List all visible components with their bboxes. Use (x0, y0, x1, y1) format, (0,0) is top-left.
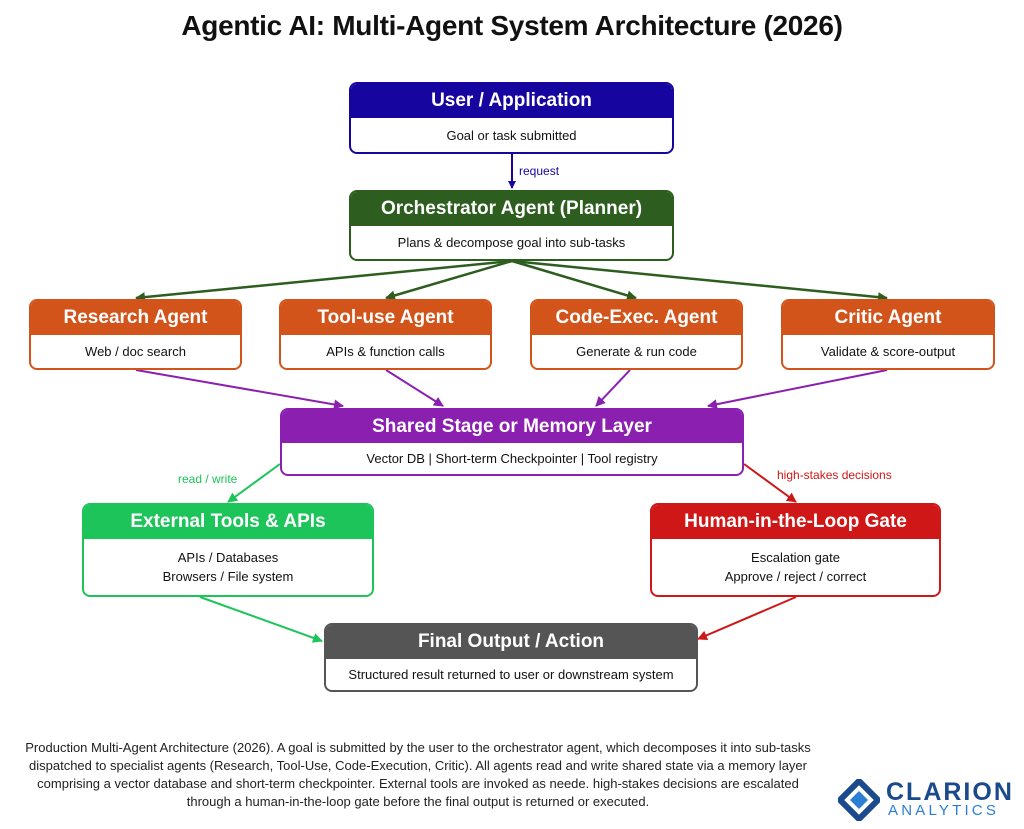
brand-logo: CLARION ANALYTICS (838, 775, 1018, 823)
edge-orchestrator-research (135, 259, 513, 303)
research-agent-desc: Web / doc search (85, 344, 186, 359)
memory-layer-title: Shared Stage or Memory Layer (282, 410, 742, 443)
critic-agent-desc: Validate & score-output (820, 344, 956, 359)
memory-layer-node: Shared Stage or Memory Layer Vector DB |… (280, 408, 744, 476)
code-exec-agent-body: Generate & run code (532, 335, 741, 368)
tool-use-agent-desc: APIs & function calls (326, 344, 445, 359)
page-title: Agentic AI: Multi-Agent System Architect… (181, 10, 843, 41)
final-output-title: Final Output / Action (326, 625, 696, 659)
external-tools-title: External Tools & APIs (84, 505, 372, 539)
research-agent-node: Research Agent Web / doc search (29, 299, 242, 370)
brand-name: CLARION (886, 778, 1014, 806)
user-application-desc: Goal or task submitted (446, 127, 577, 143)
memory-layer-body: Vector DB | Short-term Checkpointer | To… (282, 443, 742, 474)
edge-orchestrator-codeexec (511, 259, 637, 301)
edge-codeexec-memory (595, 369, 631, 407)
external-tools-body: APIs / Databases Browsers / File system (84, 539, 372, 595)
tool-use-agent-title: Tool-use Agent (281, 301, 490, 335)
research-agent-title: Research Agent (31, 301, 240, 335)
critic-agent-body: Validate & score-output (783, 335, 993, 368)
orchestrator-node: Orchestrator Agent (Planner) Plans & dec… (349, 190, 674, 261)
code-exec-agent-node: Code-Exec. Agent Generate & run code (530, 299, 743, 370)
edge-orchestrator-tooluse (385, 259, 513, 301)
edge-label-request: request (519, 164, 560, 178)
human-gate-line-2: Approve / reject / correct (724, 569, 867, 584)
brand-subtitle: ANALYTICS (888, 802, 1000, 819)
edge-tools-final (199, 596, 323, 643)
user-application-title: User / Application (351, 84, 672, 118)
edge-memory-human (743, 463, 797, 503)
external-tools-line-2: Browsers / File system (162, 569, 294, 584)
tool-use-agent-node: Tool-use Agent APIs & function calls (279, 299, 492, 370)
edge-label-high-stakes: high-stakes decisions (777, 468, 892, 482)
human-gate-title: Human-in-the-Loop Gate (652, 505, 939, 539)
edge-orchestrator-critic (511, 259, 888, 303)
orchestrator-body: Plans & decompose goal into sub-tasks (351, 226, 672, 259)
memory-layer-desc: Vector DB | Short-term Checkpointer | To… (366, 451, 658, 466)
edge-human-final (697, 596, 797, 641)
final-output-desc: Structured result returned to user or do… (348, 667, 674, 682)
critic-agent-node: Critic Agent Validate & score-output (781, 299, 995, 370)
human-gate-body: Escalation gate Approve / reject / corre… (652, 539, 939, 595)
edge-memory-tools (227, 463, 281, 503)
brand-diamond-icon (838, 779, 880, 821)
human-gate-line-1: Escalation gate (751, 550, 840, 565)
human-gate-node: Human-in-the-Loop Gate Escalation gate A… (650, 503, 941, 597)
research-agent-body: Web / doc search (31, 335, 240, 368)
edge-critic-memory (707, 369, 888, 410)
edge-label-read-write: read / write (178, 472, 238, 486)
user-application-node: User / Application Goal or task submitte… (349, 82, 674, 154)
user-application-body: Goal or task submitted (351, 118, 672, 152)
tool-use-agent-body: APIs & function calls (281, 335, 490, 368)
edge-research-memory (135, 369, 344, 410)
final-output-node: Final Output / Action Structured result … (324, 623, 698, 692)
orchestrator-title: Orchestrator Agent (Planner) (351, 192, 672, 226)
edge-tooluse-memory (385, 369, 444, 407)
code-exec-agent-title: Code-Exec. Agent (532, 301, 741, 335)
figure-caption: Production Multi-Agent Architecture (202… (25, 740, 811, 809)
final-output-body: Structured result returned to user or do… (326, 659, 696, 690)
code-exec-agent-desc: Generate & run code (576, 344, 697, 359)
external-tools-line-1: APIs / Databases (177, 550, 279, 565)
external-tools-node: External Tools & APIs APIs / Databases B… (82, 503, 374, 597)
critic-agent-title: Critic Agent (783, 301, 993, 335)
orchestrator-desc: Plans & decompose goal into sub-tasks (397, 235, 626, 250)
